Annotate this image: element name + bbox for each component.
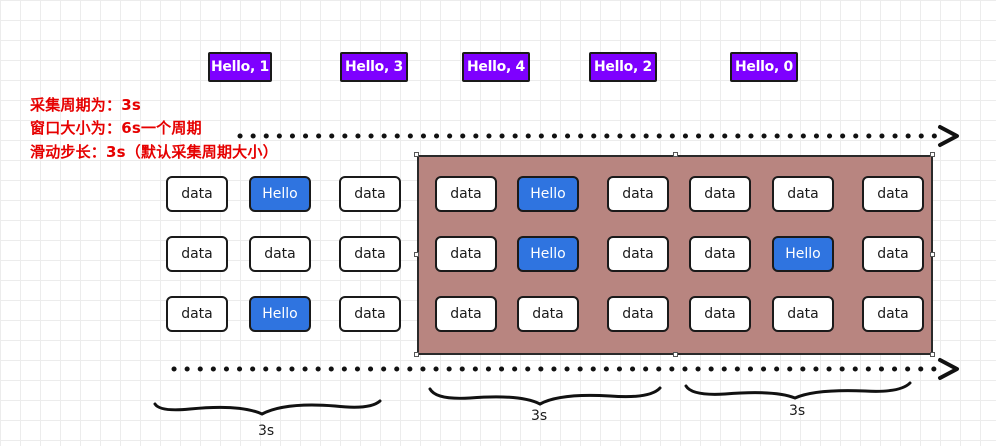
data-cell: data xyxy=(862,176,924,212)
output-label-1: Hello, 1 xyxy=(208,52,272,82)
data-cell: data xyxy=(689,176,751,212)
hello-event-cell: Hello xyxy=(249,176,311,212)
data-cell: data xyxy=(607,236,669,272)
hello-event-cell: Hello xyxy=(249,296,311,332)
resize-handle[interactable] xyxy=(414,352,419,357)
data-cell: data xyxy=(607,296,669,332)
data-cell: data xyxy=(339,176,401,212)
resize-handle[interactable] xyxy=(930,252,935,257)
resize-handle[interactable] xyxy=(673,152,678,157)
hello-event-cell: Hello xyxy=(517,176,579,212)
resize-handle[interactable] xyxy=(673,352,678,357)
data-cell: data xyxy=(339,236,401,272)
note-collection-period: 采集周期为：3s xyxy=(30,96,141,114)
output-label-3: Hello, 4 xyxy=(462,52,530,82)
data-cell: data xyxy=(435,236,497,272)
data-cell: data xyxy=(166,176,228,212)
data-cell: data xyxy=(607,176,669,212)
data-cell: data xyxy=(689,296,751,332)
data-cell: data xyxy=(862,296,924,332)
output-label-4: Hello, 2 xyxy=(589,52,657,82)
data-cell: data xyxy=(689,236,751,272)
brace-label-1: 3s xyxy=(258,423,275,439)
data-cell: data xyxy=(772,296,834,332)
resize-handle[interactable] xyxy=(414,252,419,257)
brace-label-3: 3s xyxy=(789,403,806,419)
resize-handle[interactable] xyxy=(414,152,419,157)
data-cell: data xyxy=(435,296,497,332)
hello-event-cell: Hello xyxy=(517,236,579,272)
data-cell: data xyxy=(166,236,228,272)
data-cell: data xyxy=(772,176,834,212)
output-label-2: Hello, 3 xyxy=(340,52,408,82)
resize-handle[interactable] xyxy=(930,352,935,357)
data-cell: data xyxy=(862,236,924,272)
sliding-window[interactable] xyxy=(417,155,933,355)
output-label-5: Hello, 0 xyxy=(730,52,798,82)
data-cell: data xyxy=(435,176,497,212)
brace-label-2: 3s xyxy=(531,408,548,424)
data-cell: data xyxy=(339,296,401,332)
data-cell: data xyxy=(249,236,311,272)
resize-handle[interactable] xyxy=(930,152,935,157)
data-cell: data xyxy=(166,296,228,332)
data-cell: data xyxy=(517,296,579,332)
hello-event-cell: Hello xyxy=(772,236,834,272)
note-slide-step: 滑动步长：3s（默认采集周期大小） xyxy=(30,143,278,161)
note-window-size: 窗口大小为：6s一个周期 xyxy=(30,119,202,137)
